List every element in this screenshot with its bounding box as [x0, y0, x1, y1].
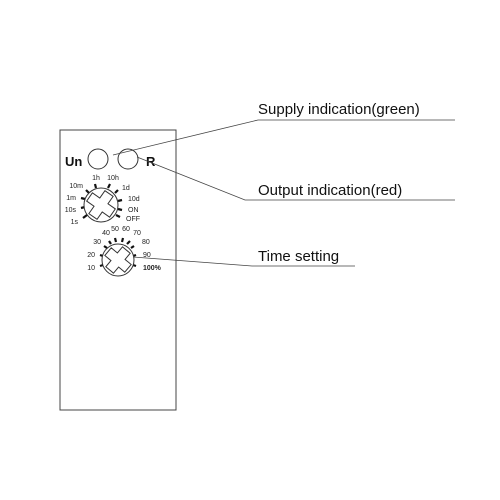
range-dial-label: 1d	[122, 185, 130, 192]
time-callout: Time setting	[258, 248, 339, 265]
time-dial-label: 50	[111, 226, 119, 233]
range-dial-label: 1m	[66, 195, 76, 202]
range-dial-tick	[85, 189, 90, 194]
range-dial-label: 10d	[128, 196, 140, 203]
range-dial-label: 1s	[71, 219, 79, 226]
range-dial-label: 1h	[92, 175, 100, 182]
range-dial-tick	[107, 183, 111, 189]
time-dial-label: 80	[142, 239, 150, 246]
range-dial-tick	[117, 198, 123, 203]
supply-leader-line	[112, 119, 455, 156]
range-dial-label: 10m	[69, 183, 83, 190]
time-dial-label: 90	[143, 252, 151, 259]
range-dial-tick	[115, 214, 121, 218]
time-knob-cross-icon	[104, 246, 132, 274]
time-dial-label: 30	[93, 239, 101, 246]
output-callout: Output indication(red)	[258, 182, 402, 199]
time-dial-label: 10	[87, 265, 95, 272]
supply-led	[87, 148, 109, 170]
output-leader-line	[136, 156, 455, 201]
time-dial-label: 20	[87, 252, 95, 259]
time-dial-tick	[108, 240, 112, 245]
time-dial-tick	[113, 237, 118, 243]
output-led	[117, 148, 139, 170]
range-dial-label: ON	[128, 207, 139, 214]
time-leader-line	[132, 256, 355, 267]
time-dial-label: 40	[102, 230, 110, 237]
time-dial-tick	[126, 240, 131, 245]
time-dial-label: 100%	[143, 265, 162, 272]
range-dial-tick	[93, 183, 98, 189]
range-dial-tick	[82, 214, 88, 219]
range-dial-tick	[117, 207, 123, 212]
range-dial-tick	[114, 189, 119, 194]
time-dial-label: 70	[133, 230, 141, 237]
supply-led-label: Un	[65, 154, 82, 169]
time-dial-label: 60	[122, 226, 130, 233]
range-dial-label: OFF	[126, 216, 140, 223]
supply-callout: Supply indication(green)	[258, 101, 420, 118]
time-dial-tick	[103, 245, 108, 249]
time-dial-tick	[120, 237, 125, 243]
output-led-label: R	[146, 154, 156, 169]
time-dial-tick	[130, 245, 135, 249]
range-dial-tick	[80, 196, 86, 201]
range-dial-label: 10s	[65, 207, 77, 214]
range-dial-label: 10h	[107, 175, 119, 182]
range-knob-cross-icon	[85, 189, 117, 221]
